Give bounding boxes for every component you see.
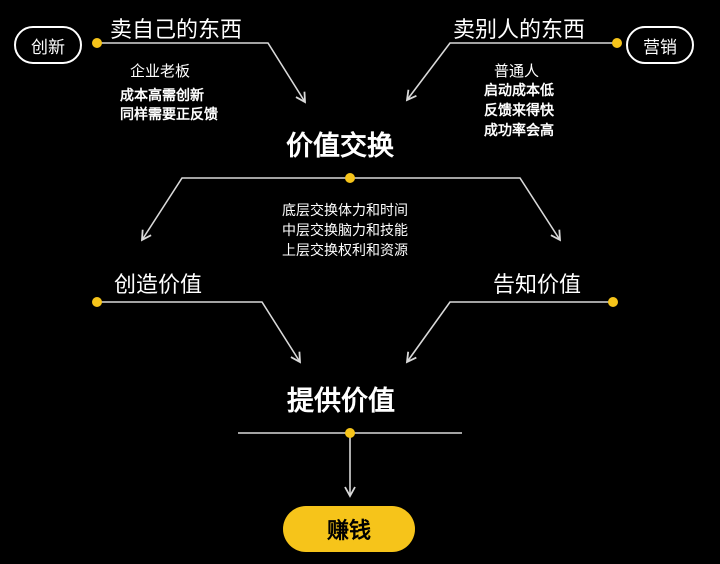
connector-top-left: [97, 42, 306, 104]
title-inform-value: 告知价值: [493, 273, 582, 298]
node-dot-middle-right: [608, 297, 618, 307]
note-line: 上层交换权利和资源: [282, 243, 408, 259]
note-line: 中层交换脑力和技能: [282, 223, 408, 239]
notes-business-owner: 成本高需创新 同样需要正反馈: [120, 87, 218, 125]
node-dot-middle-left: [92, 297, 102, 307]
tag-innovation: 创新: [14, 26, 82, 64]
notes-value-exchange: 底层交换体力和时间 中层交换脑力和技能 上层交换权利和资源: [282, 201, 408, 261]
connector-middle-left: [97, 301, 301, 364]
note-line: 成功率会高: [484, 123, 554, 139]
title-value-exchange: 价值交换: [286, 131, 394, 162]
result-make-money: 赚钱: [283, 506, 415, 552]
connector-top-right: [405, 42, 617, 102]
connector-center-right: [350, 177, 562, 242]
note-line: 底层交换体力和时间: [282, 203, 408, 219]
note-line: 同样需要正反馈: [120, 107, 218, 123]
tag-marketing-label: 营销: [643, 37, 677, 58]
node-dot-top-left: [92, 38, 102, 48]
node-dot-top-right: [612, 38, 622, 48]
title-sell-own: 卖自己的东西: [110, 18, 243, 43]
tag-marketing: 营销: [626, 26, 694, 64]
note-line: 反馈来得快: [484, 103, 554, 119]
node-dot-provide: [345, 428, 355, 438]
label-business-owner: 企业老板: [130, 62, 191, 80]
node-dot-center: [345, 173, 355, 183]
connector-center-left: [140, 177, 350, 242]
note-line: 启动成本低: [484, 83, 554, 99]
tag-innovation-label: 创新: [31, 37, 65, 58]
connector-middle-right: [405, 301, 613, 364]
title-sell-others: 卖别人的东西: [453, 18, 586, 43]
title-create-value: 创造价值: [114, 273, 203, 298]
note-line: 成本高需创新: [120, 88, 204, 104]
notes-ordinary-person: 启动成本低 反馈来得快 成功率会高: [484, 81, 554, 141]
result-make-money-label: 赚钱: [326, 519, 371, 544]
label-ordinary-person: 普通人: [494, 62, 540, 80]
title-provide-value: 提供价值: [287, 386, 395, 417]
